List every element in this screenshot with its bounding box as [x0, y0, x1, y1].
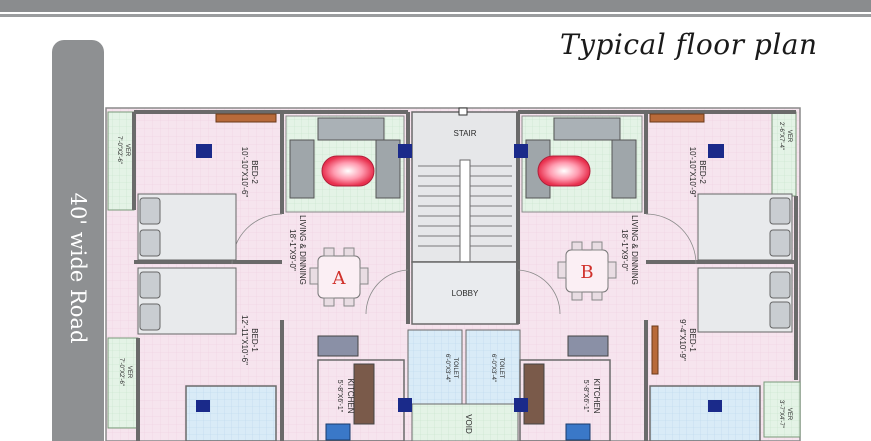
- stair-label: STAIR: [454, 129, 477, 138]
- unit-a-toilet-name: TOILET: [452, 358, 458, 379]
- unit-a-wardrobe: [215, 113, 277, 123]
- structural-columns: [196, 144, 724, 412]
- unit-a-living-size: 18'-1"X9'-0": [288, 229, 297, 271]
- unit-a-dining-table: [309, 247, 369, 307]
- unit-b-living-size: 18'-1"X9'-0": [620, 229, 629, 271]
- unit-a-bed1-size: 12'-11"X10'-6": [240, 315, 249, 365]
- door-swings: [231, 213, 697, 315]
- unit-b-dining-table: [557, 241, 617, 301]
- unit-b-bed1-size: 9'-4"X10'-9": [678, 319, 687, 361]
- unit-b-living-name: LIVING & DINNING: [630, 215, 639, 285]
- veranda-b-bottom: [763, 381, 801, 438]
- unit-a-ver-top-size: 7'-0"X2'-6": [116, 136, 122, 164]
- unit-a-ver-bottom-size: 7'-0"X2'-6": [118, 358, 124, 386]
- unit-a-bed-2: [137, 193, 237, 261]
- unit-a-bed-1: [137, 267, 237, 335]
- unit-b-ver-bottom-name: VER: [786, 408, 792, 421]
- lobby: [411, 261, 519, 325]
- unit-b-ver-top-size: 2'-6"X7'-4": [778, 122, 784, 150]
- unit-b-fridge: [567, 335, 609, 357]
- void: [411, 403, 519, 441]
- unit-a-letter: A: [332, 268, 347, 289]
- unit-a-bed2-size: 10'-10"X10'-6": [240, 147, 249, 198]
- stair-treads: [418, 165, 512, 247]
- header-rule: [0, 14, 871, 17]
- unit-b-kitchen-size: 5'-8"X6'-1": [582, 380, 589, 413]
- unit-a-labels: BED-2 10'-10"X10'-6" LIVING & DINNING 18…: [116, 136, 458, 414]
- unit-b-wardrobe: [649, 113, 705, 123]
- unit-b-bed1-name: BED-1: [688, 328, 697, 352]
- unit-a-fridge: [317, 335, 359, 357]
- unit-b-bed-2: [697, 193, 793, 261]
- unit-a-toilet: [185, 385, 277, 441]
- unit-a-ver-bottom-name: VER: [126, 366, 132, 379]
- unit-b-letter: B: [580, 262, 593, 283]
- unit-a-bed1-name: BED-1: [250, 328, 259, 352]
- unit-b-kitchen-name: KITCHEN: [592, 378, 601, 413]
- lobby-label: LOBBY: [452, 289, 479, 298]
- unit-b-toilet-size: 6'-0"X3'-4": [490, 354, 496, 382]
- unit-b-toilet-name: TOILET: [498, 358, 504, 379]
- unit-a-ver-top-name: VER: [124, 144, 130, 157]
- shaft-right: [465, 329, 521, 405]
- veranda-a-top: [107, 111, 135, 211]
- unit-b-bed-1: [697, 267, 793, 333]
- unit-a-sofa: [289, 117, 401, 199]
- unit-a-bed2-name: BED-2: [250, 160, 259, 184]
- unit-b-ver-bottom-size: 3'-7"X4'-7": [778, 400, 784, 428]
- unit-a-living-name: LIVING & DINNING: [298, 215, 307, 285]
- unit-a-counter: [325, 363, 375, 441]
- unit-b-bed2-name: BED-2: [698, 160, 707, 184]
- unit-a-kitchen-size: 5'-8"X6'-1": [336, 380, 343, 413]
- veranda-a-bottom: [107, 337, 139, 429]
- unit-b-wardrobe-2: [651, 325, 659, 375]
- road-strip: [52, 40, 104, 441]
- unit-a-toilet-size: 6'-0"X3'-4": [444, 354, 450, 382]
- unit-b-sofa: [525, 117, 637, 199]
- unit-b-toilet: [649, 385, 761, 441]
- header-bar: [0, 0, 871, 12]
- unit-a-kitchen-name: KITCHEN: [346, 378, 355, 413]
- stair-well: [459, 159, 471, 263]
- stair-column: [458, 107, 468, 116]
- page-title: Typical floor plan: [560, 28, 818, 61]
- unit-b-ver-top-name: VER: [786, 130, 792, 143]
- unit-b-counter: [523, 363, 591, 441]
- void-label: VOID: [464, 414, 473, 434]
- unit-b-labels: BED-2 10'-10"X10'-9" LIVING & DINNING 18…: [490, 122, 792, 428]
- unit-b-bed2-size: 10'-10"X10'-9": [688, 147, 697, 198]
